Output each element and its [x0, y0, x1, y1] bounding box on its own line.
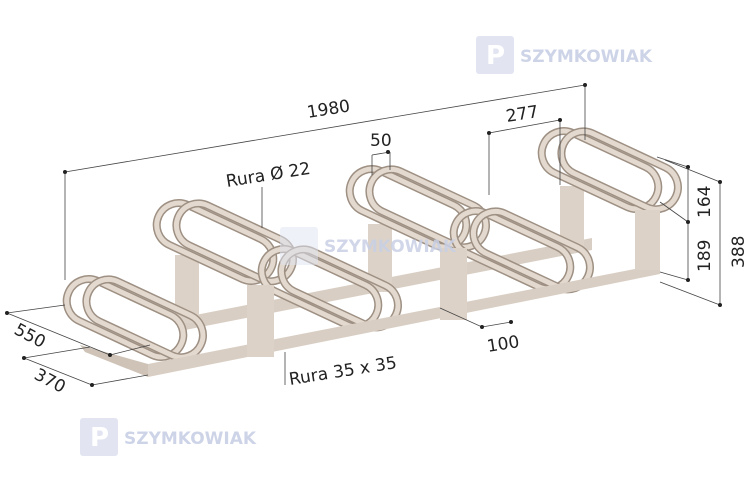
loop-pair [537, 127, 682, 214]
front-rail [148, 264, 660, 377]
base-end [80, 345, 148, 377]
dim-lower-height: 189 [695, 240, 715, 272]
label-loop-tube: Rura Ø 22 [225, 159, 312, 192]
watermark-text: SZYMKOWIAK [324, 237, 457, 257]
rack-front-frame [80, 210, 660, 377]
dim-depth-outer: 550 [11, 320, 49, 353]
dim-upper-height: 164 [695, 186, 715, 218]
watermark-text: SZYMKOWIAK [520, 47, 653, 67]
watermark-top: P SZYMKOWIAK [476, 36, 653, 74]
dim-total-height: 388 [729, 236, 749, 268]
bike-loops [62, 127, 682, 362]
front-post [440, 248, 467, 320]
dim-depth-inner: 370 [31, 365, 69, 398]
front-post [635, 210, 660, 270]
dim-total-length: 1980 [306, 96, 352, 123]
watermark-logo-letter: P [90, 423, 109, 453]
loop-pair [345, 165, 490, 252]
label-frame-tube: Rura 35 x 35 [288, 353, 399, 390]
watermark-bottom: P SZYMKOWIAK [80, 418, 257, 456]
loop-pair [62, 275, 207, 362]
loop-pair [449, 207, 594, 294]
watermark-text: SZYMKOWIAK [124, 429, 257, 449]
watermark-middle: SZYMKOWIAK [280, 227, 457, 265]
dim-loop-pitch: 277 [505, 102, 540, 127]
dim-post-width: 100 [486, 332, 521, 357]
watermark-logo-letter: P [486, 41, 505, 71]
dimension-lines [5, 83, 722, 387]
front-post [247, 285, 274, 357]
loop-pair [152, 199, 297, 286]
watermark-logo-icon [80, 418, 118, 456]
dim-loop-spacing: 50 [370, 131, 392, 151]
watermark-logo-icon [280, 227, 318, 265]
watermark-logo-icon [476, 36, 514, 74]
